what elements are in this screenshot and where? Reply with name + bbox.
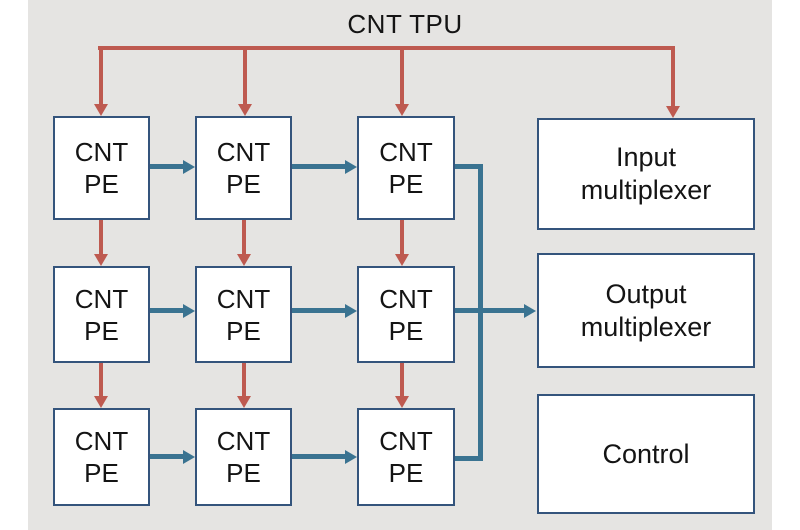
pe-label-line2: PE [226,315,261,346]
pe-box-r2c3: CNT PE [357,266,455,363]
blue-arrow-r1-c1c2-shaft [150,164,183,169]
output-multiplexer-label-line2: multiplexer [580,311,712,342]
control-bus-drop-col3-shaft [400,46,404,104]
red-arrow-r1r2-col3-arrowhead-icon [395,254,409,266]
red-arrow-r2r3-col3-arrowhead-icon [395,396,409,408]
control-bus-drop-col3-arrowhead-icon [395,104,409,116]
pe-box-r1c3: CNT PE [357,116,455,220]
pe-box-r3c1: CNT PE [53,408,150,506]
pe-box-r3c3: CNT PE [357,408,455,506]
red-arrow-r1r2-col3-shaft [400,220,404,254]
pe-label-line2: PE [388,315,424,346]
pe-label-line1: CNT [379,426,433,456]
blue-arrow-r1-c1c2-arrowhead-icon [183,160,195,174]
blue-arrow-r2-to-outputmux-shaft [455,308,524,313]
control-bus-drop-inputmux-shaft [671,46,675,106]
pe-label-line1: CNT [216,137,271,167]
pe-box-r1c2: CNT PE [195,116,292,220]
control-bus-drop-col1-arrowhead-icon [94,104,108,116]
control-bus-drop-col2-shaft [243,46,247,104]
blue-arrow-r3-c1c2-shaft [150,454,183,459]
pe-label-line1: CNT [74,426,129,456]
pe-label-line1: CNT [74,283,129,314]
pe-label-line2: PE [84,315,119,346]
pe-box-r1c1: CNT PE [53,116,150,220]
blue-arrow-r3-c1c2-arrowhead-icon [183,450,195,464]
pe-label-line2: PE [84,458,119,488]
diagram-title: CNT TPU [347,9,463,39]
pe-label-line1: CNT [216,426,271,456]
pe-label-line2: PE [226,169,261,199]
blue-arrow-r2-c1c2-shaft [150,308,183,313]
pe-label-line2: PE [84,169,119,199]
red-arrow-r2r3-col2-shaft [242,363,246,396]
pe-box-r2c1: CNT PE [53,266,150,363]
red-arrow-r1r2-col2-arrowhead-icon [237,254,251,266]
blue-arrow-r1-c2c3-shaft [292,164,345,169]
red-arrow-r1r2-col1-arrowhead-icon [94,254,108,266]
pe-label-line1: CNT [379,283,433,314]
red-arrow-r2r3-col3-shaft [400,363,404,396]
blue-arrow-r2-to-outputmux-arrowhead-icon [524,304,536,318]
blue-rail-vertical-line [478,164,483,461]
red-arrow-r1r2-col1-shaft [99,220,103,254]
pe-label-line2: PE [226,458,261,488]
control-box: Control [537,394,755,514]
blue-arrow-r1-c2c3-arrowhead-icon [345,160,357,174]
pe-label-line1: CNT [379,137,433,167]
pe-box-r3c2: CNT PE [195,408,292,506]
input-multiplexer-box: Input multiplexer [537,118,755,230]
control-bus-drop-col2-arrowhead-icon [238,104,252,116]
red-arrow-r1r2-col2-shaft [242,220,246,254]
control-label: Control [602,438,690,469]
control-bus-drop-col1-shaft [99,46,103,104]
input-multiplexer-label-line1: Input [615,142,677,172]
blue-arrow-r2-c1c2-arrowhead-icon [183,304,195,318]
output-multiplexer-box: Output multiplexer [537,253,755,368]
red-arrow-r2r3-col1-arrowhead-icon [94,396,108,408]
control-bus-horizontal-line [98,46,675,50]
control-bus-drop-inputmux-arrowhead-icon [666,106,680,118]
input-multiplexer-label-line2: multiplexer [580,175,712,205]
blue-arrow-r2-c2c3-arrowhead-icon [345,304,357,318]
red-arrow-r2r3-col2-arrowhead-icon [237,396,251,408]
output-multiplexer-label-line1: Output [605,278,687,309]
blue-arrow-r3-c2c3-shaft [292,454,345,459]
blue-rail-bottom-stub [455,456,483,461]
pe-box-r2c2: CNT PE [195,266,292,363]
blue-rail-top-stub [455,164,483,169]
pe-label-line1: CNT [74,137,129,167]
pe-label-line2: PE [388,169,424,199]
pe-label-line1: CNT [216,283,271,314]
red-arrow-r2r3-col1-shaft [99,363,103,396]
pe-label-line2: PE [388,458,424,488]
blue-arrow-r3-c2c3-arrowhead-icon [345,450,357,464]
blue-arrow-r2-c2c3-shaft [292,308,345,313]
